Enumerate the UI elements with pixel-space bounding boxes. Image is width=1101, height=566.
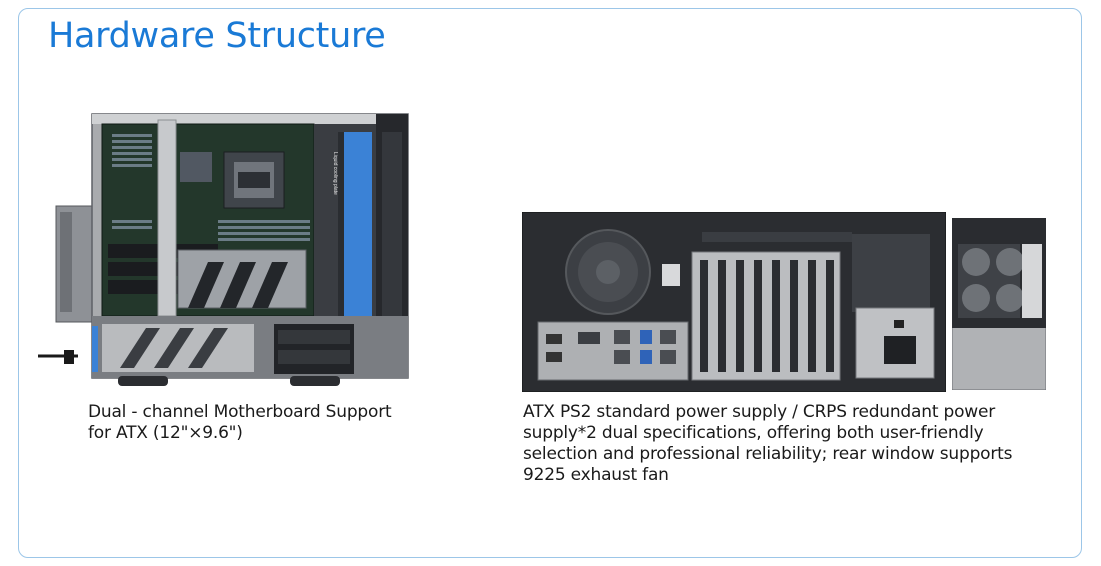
page-title: Hardware Structure	[48, 16, 386, 56]
cooling-plate-label: Liquid cooling plate	[332, 152, 338, 195]
chassis-interior-image: Liquid cooling plate	[38, 113, 409, 386]
power-supply-caption: ATX PS2 standard power supply / CRPS red…	[523, 402, 1013, 485]
motherboard-caption: Dual - channel Motherboard Support for A…	[88, 402, 392, 443]
crps-power-module-image	[952, 218, 1046, 390]
chassis-rear-panel-image	[522, 212, 946, 392]
